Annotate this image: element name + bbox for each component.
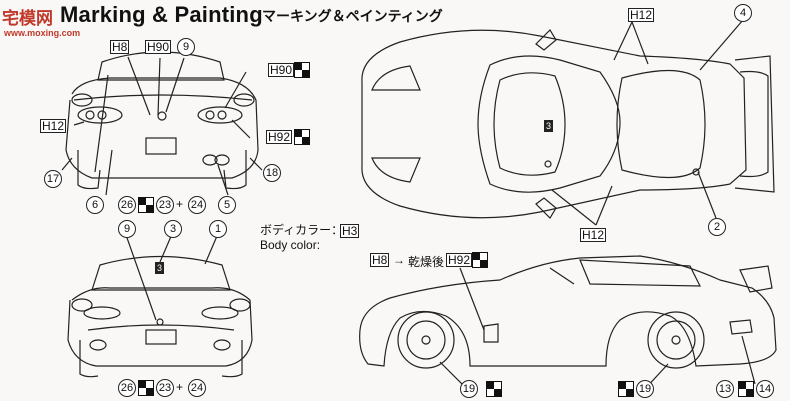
drying-to-code: H92	[446, 253, 473, 267]
body-color-label-en: Body color:	[260, 238, 321, 252]
body-color-label-jp: ボディカラー：	[260, 223, 344, 237]
body-color-code: H3	[340, 224, 360, 238]
watermark-url: www.moxing.com	[4, 28, 81, 38]
plus-sign: +	[176, 197, 184, 211]
front-callout-9: 9	[118, 220, 136, 238]
front-callout-24: 24	[188, 379, 206, 397]
front-callout-26: 26	[118, 379, 136, 397]
plus-sign: +	[176, 380, 184, 394]
side-view-drawing	[359, 255, 777, 391]
rear-callout-5: 5	[218, 196, 236, 214]
front-callout-3: 3	[164, 220, 182, 238]
rear-callout-24: 24	[188, 196, 206, 214]
top-windshield-decal: 3	[544, 120, 554, 132]
rear-callout-h12: H12	[40, 119, 67, 133]
rear-callout-9: 9	[177, 38, 195, 56]
rear-callout-h92: H92	[266, 130, 293, 144]
rear-callout-18: 18	[263, 164, 281, 182]
top-callout-2: 2	[708, 218, 726, 236]
paint-mix-icon	[738, 381, 754, 397]
drying-arrow: →	[393, 253, 405, 267]
top-view-drawing	[361, 19, 775, 226]
side-callout-19-front: 19	[460, 380, 478, 398]
paint-mix-icon	[618, 381, 634, 397]
side-callout-14: 14	[756, 380, 774, 398]
rear-callout-h90-right: H90	[268, 63, 295, 77]
paint-mix-icon	[486, 381, 502, 397]
paint-mix-icon	[294, 129, 310, 145]
rear-callout-17: 17	[44, 170, 62, 188]
paint-mix-icon	[294, 62, 310, 78]
page-title: Marking & Painting	[60, 2, 263, 27]
front-windshield-decal: 3	[155, 262, 165, 274]
drying-from-code: H8	[370, 253, 390, 267]
paint-mix-icon	[138, 197, 154, 213]
page-subtitle-jp: マーキング＆ペインティング	[262, 8, 443, 24]
paint-mix-icon	[472, 252, 488, 268]
front-view-drawing	[67, 233, 253, 378]
side-callout-13: 13	[716, 380, 734, 398]
top-callout-h12: H12	[628, 8, 655, 22]
rear-callout-26: 26	[118, 196, 136, 214]
rear-view-drawing	[61, 51, 263, 196]
rear-callout-6: 6	[86, 196, 104, 214]
rear-callout-23: 23	[156, 196, 174, 214]
paint-mix-icon	[138, 380, 154, 396]
watermark-logo: 宅模网	[2, 9, 53, 28]
drying-text: 乾燥後	[408, 255, 445, 269]
side-callout-19-rear: 19	[636, 380, 654, 398]
top-callout-4: 4	[734, 4, 752, 22]
rear-callout-h90: H90	[145, 40, 172, 54]
front-callout-23: 23	[156, 379, 174, 397]
front-callout-1: 1	[209, 220, 227, 238]
rear-callout-h8: H8	[110, 40, 130, 54]
top-callout-h12-bottom: H12	[580, 228, 607, 242]
